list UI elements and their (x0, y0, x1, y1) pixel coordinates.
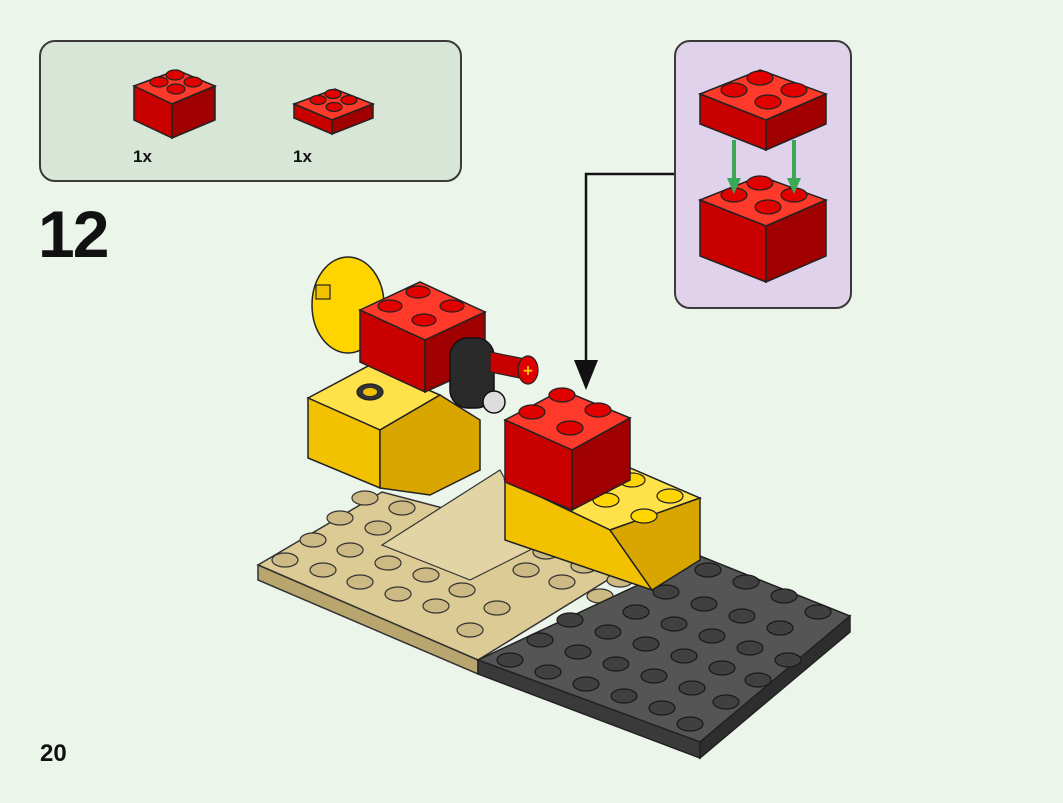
subassembly-callout (674, 40, 852, 309)
callout-arrow (584, 172, 674, 370)
red-bricks-top (358, 281, 487, 394)
plate-quantity: 1x (293, 147, 312, 166)
stacking-diagram (697, 69, 829, 284)
red-2x2-plate-icon (291, 84, 377, 140)
page-number: 20 (40, 740, 67, 767)
step-number: 12 (38, 197, 109, 271)
red-2x2-brick-placed (503, 387, 632, 512)
brick-quantity: 1x (133, 147, 152, 166)
svg-text:+: + (522, 363, 534, 379)
arrow-head-icon (574, 360, 598, 390)
red-2x2-brick-icon (131, 60, 217, 142)
parts-list-panel: 1x 1x (39, 40, 462, 182)
technic-pin-connector: + (449, 337, 539, 414)
dark-gray-plate (476, 555, 852, 760)
assembly-arrows (727, 140, 801, 194)
